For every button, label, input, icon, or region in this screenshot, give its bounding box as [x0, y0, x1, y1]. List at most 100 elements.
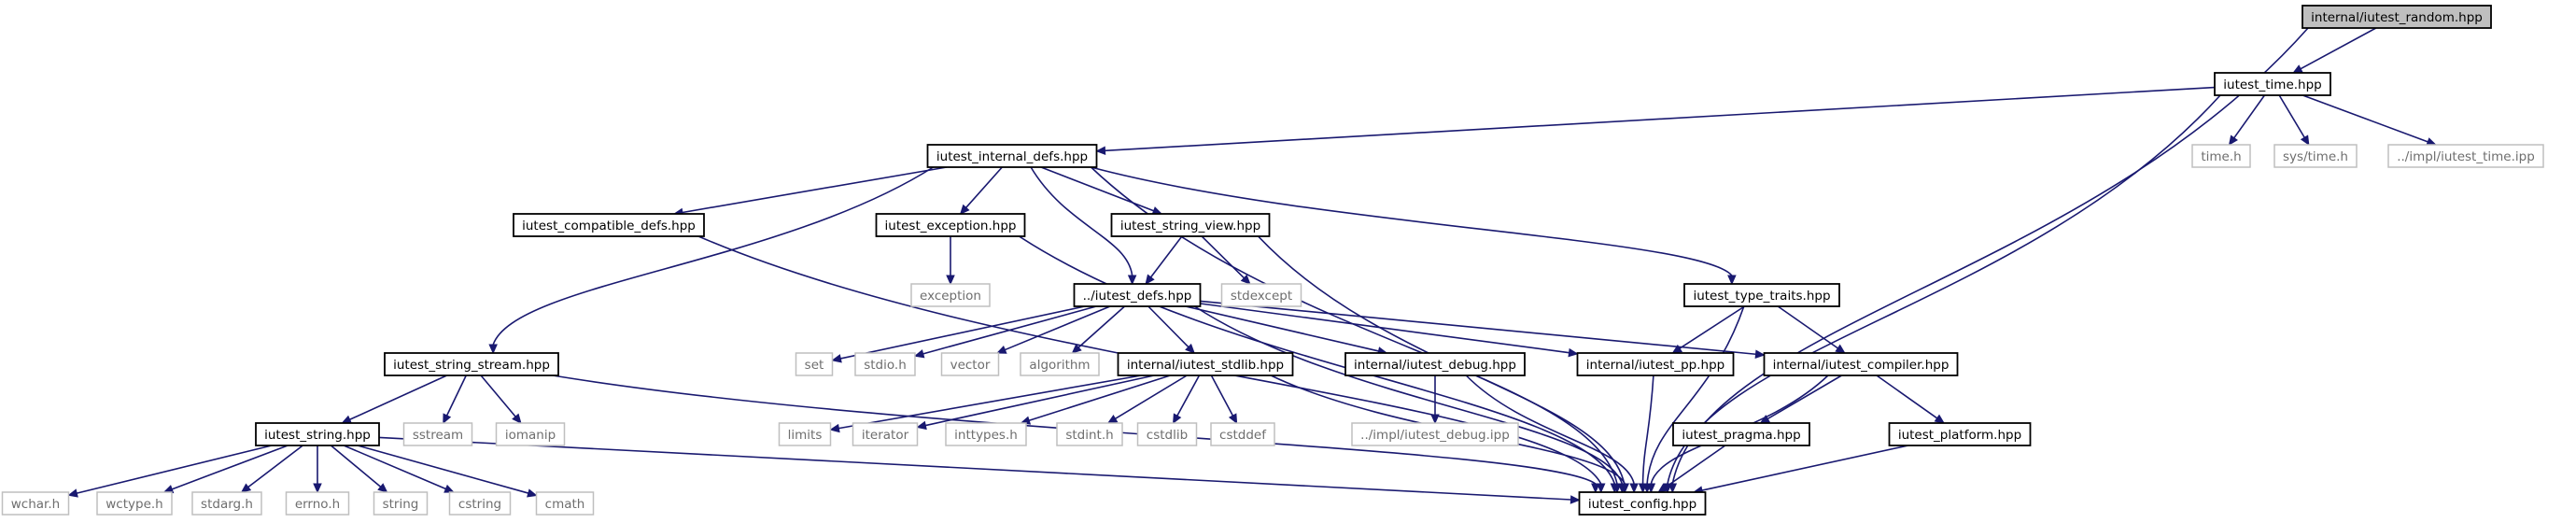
- arrowhead-string_hpp-to-string: [377, 483, 388, 493]
- node-label: cstddef: [1219, 428, 1267, 443]
- edge-string_hpp-to-stdarg_h: [247, 445, 303, 488]
- arrowhead-iutest_defs-to-compiler_hpp: [1754, 349, 1766, 359]
- arrowhead-stdlib_hpp-to-iterator: [916, 420, 927, 431]
- node-label: iutest_internal_defs.hpp: [936, 149, 1088, 164]
- node-box: [1578, 491, 1707, 516]
- node-iutest-defs[interactable]: ../iutest_defs.hpp: [1073, 283, 1202, 307]
- node-box: [945, 422, 1027, 446]
- node-errno-h: errno.h: [285, 491, 350, 516]
- node-vector: vector: [940, 352, 1000, 376]
- node-label: stdexcept: [1231, 289, 1292, 304]
- edge-iutest_defs-to-set: [840, 305, 1086, 360]
- node-string-stream[interactable]: iutest_string_stream.hpp: [384, 352, 559, 376]
- arrowhead-string_hpp-to-cstring: [443, 484, 455, 493]
- arrowhead-pragma_hpp-to-config_hpp: [1657, 483, 1668, 493]
- node-debug-hpp[interactable]: internal/iutest_debug.hpp: [1344, 352, 1526, 376]
- node-label: cstdlib: [1147, 428, 1188, 443]
- arrowhead-string_hpp-to-config_hpp: [1570, 495, 1581, 504]
- node-cstddef: cstddef: [1210, 422, 1275, 446]
- node-box: [96, 491, 173, 516]
- arrowhead-internal_defs-to-type_traits: [1727, 275, 1737, 286]
- node-box: [1110, 213, 1271, 237]
- node-string-view[interactable]: iutest_string_view.hpp: [1110, 213, 1271, 237]
- node-label: iutest_compatible_defs.hpp: [522, 219, 696, 233]
- edge-time_hpp-to-sys_time: [2278, 94, 2305, 138]
- edge-iutest_defs-to-debug_hpp: [1185, 305, 1379, 352]
- node-label: vector: [950, 358, 991, 373]
- node-pragma-hpp[interactable]: iutest_pragma.hpp: [1672, 422, 1810, 446]
- node-string: string: [373, 491, 429, 516]
- edge-iutest_defs-to-stdio_h: [922, 305, 1097, 355]
- node-box: [2214, 72, 2331, 96]
- arrowhead-string_stream-to-sstream: [443, 413, 452, 425]
- arrowhead-compatible_defs-to-config_hpp: [1596, 483, 1606, 494]
- edge-random-to-time_hpp: [2300, 27, 2377, 70]
- node-box: [191, 491, 262, 516]
- edge-internal_defs-to-type_traits: [1091, 166, 1733, 276]
- node-limits: limits: [778, 422, 832, 446]
- node-exception: exception: [910, 283, 991, 307]
- node-debug-ipp: ../impl/iutest_debug.ipp: [1351, 422, 1519, 446]
- edge-type_traits-to-compiler_hpp: [1777, 305, 1838, 349]
- node-set: set: [795, 352, 834, 376]
- node-stdio-h: stdio.h: [854, 352, 916, 376]
- arrowhead-stdlib_hpp-to-limits: [829, 423, 840, 433]
- edge-stdlib_hpp-to-cstddef: [1210, 375, 1234, 417]
- edge-internal_defs-to-string_stream: [492, 166, 934, 346]
- node-box: [513, 213, 705, 237]
- node-box: [285, 491, 350, 516]
- node-sstream: sstream: [402, 422, 473, 446]
- edge-time_hpp-to-time_h: [2233, 94, 2266, 139]
- node-box: [1763, 352, 1959, 376]
- edge-pragma_hpp-to-config_hpp: [1665, 445, 1726, 488]
- node-box: [402, 422, 473, 446]
- arrowhead-debug_hpp-to-config_hpp: [1629, 483, 1639, 494]
- edge-compiler_hpp-to-pragma_hpp: [1767, 375, 1842, 420]
- edge-stdlib_hpp-to-cstdlib: [1176, 375, 1201, 417]
- node-cstdlib: cstdlib: [1136, 422, 1198, 446]
- node-stdlib-hpp[interactable]: internal/iutest_stdlib.hpp: [1117, 352, 1294, 376]
- node-sys-time: sys/time.h: [2273, 144, 2358, 168]
- node-label: internal/iutest_debug.hpp: [1354, 358, 1516, 373]
- arrowhead-iutest_defs-to-stdlib_hpp: [1185, 343, 1196, 354]
- node-algorithm: algorithm: [1020, 352, 1100, 376]
- node-label: ../impl/iutest_time.ipp: [2397, 149, 2535, 164]
- edge-stdlib_hpp-to-stdint_h: [1115, 375, 1188, 420]
- edge-stdlib_hpp-to-inttypes_h: [1028, 375, 1171, 422]
- node-box: [854, 352, 916, 376]
- node-label: string: [383, 497, 419, 512]
- edge-iutest_defs-to-pp_hpp: [1200, 303, 1570, 354]
- node-compatible-defs[interactable]: iutest_compatible_defs.hpp: [513, 213, 705, 237]
- node-inttypes-h: inttypes.h: [945, 422, 1027, 446]
- node-box: [1020, 352, 1100, 376]
- edge-string_hpp-to-wctype_h: [171, 445, 289, 490]
- node-internal-defs[interactable]: iutest_internal_defs.hpp: [926, 144, 1098, 168]
- node-box: [373, 491, 429, 516]
- edge-string_stream-to-sstream: [445, 375, 467, 417]
- arrowhead-time_hpp-to-internal_defs: [1095, 146, 1106, 156]
- node-config-hpp[interactable]: iutest_config.hpp: [1578, 491, 1707, 516]
- node-label: sstream: [413, 428, 463, 443]
- node-exception-hpp[interactable]: iutest_exception.hpp: [875, 213, 1026, 237]
- arrowhead-compiler_hpp-to-config_hpp: [1646, 483, 1656, 494]
- node-box: [1056, 422, 1123, 446]
- node-label: iutest_pragma.hpp: [1682, 428, 1800, 443]
- node-box: [1888, 422, 2032, 446]
- edge-iutest_defs-to-vector: [1005, 305, 1111, 351]
- node-random[interactable]: internal/iutest_random.hpp: [2302, 5, 2492, 29]
- node-string-hpp[interactable]: iutest_string.hpp: [255, 422, 380, 446]
- node-box: [1683, 283, 1840, 307]
- node-label: stdio.h: [864, 358, 907, 373]
- arrowhead-string_stream-to-string_hpp: [341, 415, 353, 424]
- node-platform-hpp[interactable]: iutest_platform.hpp: [1888, 422, 2032, 446]
- node-label: errno.h: [295, 497, 340, 512]
- node-pp-hpp[interactable]: internal/iutest_pp.hpp: [1576, 352, 1735, 376]
- node-time-hpp[interactable]: iutest_time.hpp: [2214, 72, 2331, 96]
- node-stdarg-h: stdarg.h: [191, 491, 262, 516]
- node-label: iutest_string_stream.hpp: [393, 358, 550, 373]
- arrowhead-string_hpp-to-cmath: [527, 488, 538, 498]
- node-type-traits[interactable]: iutest_type_traits.hpp: [1683, 283, 1840, 307]
- arrowhead-internal_defs-to-iutest_defs: [1127, 275, 1137, 286]
- arrowhead-compiler_hpp-to-platform_hpp: [1934, 414, 1946, 424]
- node-compiler-hpp[interactable]: internal/iutest_compiler.hpp: [1763, 352, 1959, 376]
